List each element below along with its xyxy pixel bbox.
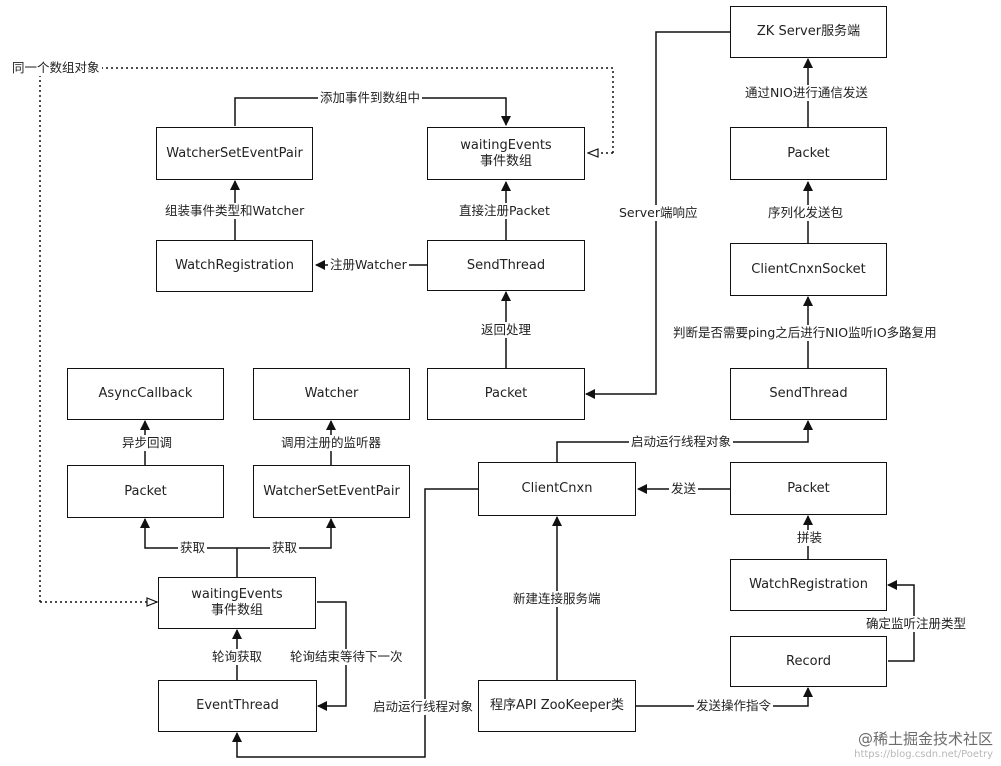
waiting-events-top-line2: 事件数组 xyxy=(479,153,532,169)
send-thread-top-box[interactable]: SendThread xyxy=(427,240,585,291)
event-thread-text: EventThread xyxy=(196,698,279,713)
label-same-array: 同一个数组对象 xyxy=(10,60,102,76)
label-fetch-right: 获取 xyxy=(270,540,300,556)
packet-left-box[interactable]: Packet xyxy=(67,465,224,518)
packet-mid-box[interactable]: Packet xyxy=(427,368,585,420)
label-start-thread-bottom: 启动运行线程对象 xyxy=(371,699,476,715)
zk-server-text: ZK Server服务端 xyxy=(756,24,861,39)
label-send: 发送 xyxy=(669,481,699,497)
waiting-events-top-box[interactable]: waitingEvents 事件数组 xyxy=(427,127,585,180)
client-cnxn-socket-text: ClientCnxnSocket xyxy=(751,261,866,277)
packet-right-bottom-box[interactable]: Packet xyxy=(730,462,887,515)
watermark: @稀土掘金技术社区 https://blog.csdn.net/Poetry xyxy=(854,728,993,760)
waiting-events-bottom-line1: waitingEvents xyxy=(191,587,283,602)
label-return-handle: 返回处理 xyxy=(479,322,534,338)
watcher-box[interactable]: Watcher xyxy=(253,368,410,420)
client-cnxn-socket-box[interactable]: ClientCnxnSocket xyxy=(730,243,887,296)
zookeeper-api-box[interactable]: 程序API ZooKeeper类 xyxy=(478,680,636,732)
edge-start-thread-bottom xyxy=(232,488,478,758)
label-server-response: Server端响应 xyxy=(617,205,700,221)
label-fetch-left: 获取 xyxy=(178,540,208,556)
event-thread-box[interactable]: EventThread xyxy=(158,680,317,732)
waiting-events-bottom-box[interactable]: waitingEvents 事件数组 xyxy=(158,577,316,629)
zk-server-box[interactable]: ZK Server服务端 xyxy=(730,6,887,58)
label-ping-check: 判断是否需要ping之后进行NIO监听IO多路复用 xyxy=(671,325,939,341)
label-new-connection: 新建连接服务端 xyxy=(511,591,603,607)
async-callback-text: AsyncCallback xyxy=(98,386,193,401)
watch-registration-top-box[interactable]: WatchRegistration xyxy=(156,240,313,292)
send-thread-right-box[interactable]: SendThread xyxy=(730,368,887,420)
edge-fetch-right xyxy=(237,518,336,549)
watcher-set-event-pair-top-box[interactable]: WatcherSetEventPair xyxy=(156,127,313,180)
edge-send-op xyxy=(636,687,813,707)
watch-registration-bottom-box[interactable]: WatchRegistration xyxy=(730,559,887,611)
watcher-set-event-pair-bottom-text: WatcherSetEventPair xyxy=(263,483,400,499)
label-serialize-send: 序列化发送包 xyxy=(766,205,846,221)
label-async-callback: 异步回调 xyxy=(120,435,175,451)
waiting-events-top-line1: waitingEvents xyxy=(460,137,552,153)
watermark-title: @稀土掘金技术社区 xyxy=(857,730,993,748)
record-text: Record xyxy=(786,653,831,669)
label-start-thread-top: 启动运行线程对象 xyxy=(629,434,734,450)
label-assemble: 拼装 xyxy=(795,530,825,546)
label-add-to-array: 添加事件到数组中 xyxy=(318,90,423,106)
label-via-nio: 通过NIO进行通信发送 xyxy=(743,85,870,101)
packet-right-bottom-text: Packet xyxy=(787,480,830,496)
label-send-op: 发送操作指令 xyxy=(694,698,774,714)
watcher-set-event-pair-bottom-box[interactable]: WatcherSetEventPair xyxy=(253,465,410,518)
label-assemble-type-watcher: 组装事件类型和Watcher xyxy=(163,203,307,219)
label-register-packet: 直接注册Packet xyxy=(457,203,552,219)
watch-registration-bottom-text: WatchRegistration xyxy=(749,577,868,592)
watcher-text: Watcher xyxy=(304,386,359,401)
zookeeper-api-text: 程序API ZooKeeper类 xyxy=(490,698,624,713)
label-invoke-listener: 调用注册的监听器 xyxy=(279,435,384,451)
send-thread-right-text: SendThread xyxy=(769,386,848,401)
client-cnxn-text: ClientCnxn xyxy=(521,481,593,496)
watch-registration-top-text: WatchRegistration xyxy=(175,258,294,273)
send-thread-top-text: SendThread xyxy=(466,257,546,273)
label-register-watcher: 注册Watcher xyxy=(328,257,409,273)
async-callback-box[interactable]: AsyncCallback xyxy=(67,368,224,420)
client-cnxn-box[interactable]: ClientCnxn xyxy=(478,462,636,516)
watcher-set-event-pair-top-text: WatcherSetEventPair xyxy=(166,145,303,161)
waiting-events-bottom-line2: 事件数组 xyxy=(210,603,263,618)
watermark-url: https://blog.csdn.net/Poetry xyxy=(854,749,993,760)
packet-mid-text: Packet xyxy=(484,386,528,401)
packet-right-top-text: Packet xyxy=(787,145,830,161)
label-poll-fetch: 轮询获取 xyxy=(210,649,265,665)
packet-left-text: Packet xyxy=(124,483,167,499)
packet-right-top-box[interactable]: Packet xyxy=(730,127,887,180)
label-determine-type: 确定监听注册类型 xyxy=(864,616,969,632)
record-box[interactable]: Record xyxy=(730,636,887,687)
shared-array-link-top xyxy=(39,67,614,602)
label-poll-wait: 轮询结束等待下一次 xyxy=(288,649,405,665)
